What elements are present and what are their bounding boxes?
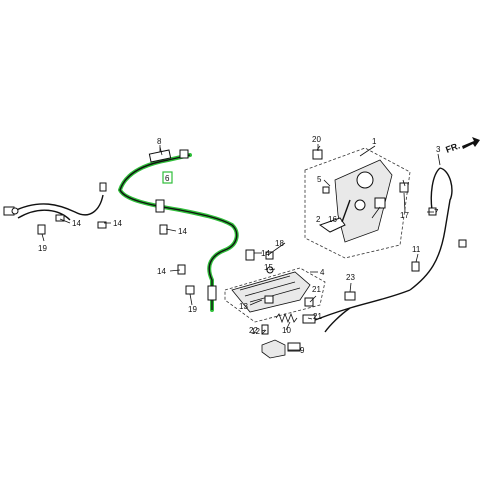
- console-cover-assembly: [224, 251, 326, 323]
- callout-13: 13: [239, 302, 248, 311]
- callout-14b: 14: [113, 219, 122, 228]
- cable-end-part-8: [148, 146, 189, 163]
- adjuster-block: [261, 339, 286, 359]
- callout-23: 23: [346, 273, 355, 282]
- callout-12: 12: [251, 327, 260, 336]
- fr-label: FR.: [444, 141, 461, 155]
- part-6-label: 6: [165, 174, 170, 183]
- console-cover: [231, 271, 311, 313]
- callout-5: 5: [317, 175, 322, 184]
- callout-11: 11: [412, 245, 421, 254]
- callout-22: 22: [249, 326, 258, 335]
- bolts-and-brackets: [37, 182, 255, 301]
- callout-15: 15: [264, 263, 273, 272]
- callout-21b: 21: [313, 312, 322, 321]
- left-rear-cable: [3, 194, 104, 221]
- callout-3: 3: [436, 145, 441, 154]
- callout-17: 17: [400, 211, 409, 220]
- callout-19a: 19: [38, 244, 47, 253]
- callout-4: 4: [320, 268, 325, 277]
- callout-14d: 14: [157, 267, 166, 276]
- highlighted-cable-part-6: 6: [118, 153, 239, 312]
- callout-18: 18: [275, 239, 284, 248]
- callout-14a: 14: [72, 219, 81, 228]
- callout-2: 2: [316, 215, 321, 224]
- fr-arrow-icon: [462, 137, 480, 149]
- callout-numbers: 1 2 3 4 5 7 8 9 10 11 12 13 14 14 14 14 …: [38, 135, 441, 355]
- callout-21a: 21: [312, 285, 321, 294]
- pedal-assembly-box: [304, 147, 411, 259]
- callout-10: 10: [282, 326, 291, 335]
- callout-19b: 19: [188, 305, 197, 314]
- pedal-pad: [318, 217, 346, 233]
- callout-14e: 14: [261, 249, 270, 258]
- callout-16: 16: [328, 215, 337, 224]
- callout-1: 1: [372, 137, 377, 146]
- part-6-label-box: [162, 171, 173, 184]
- callout-20: 20: [312, 135, 321, 144]
- front-cable-part-3: [409, 167, 467, 291]
- callout-8: 8: [157, 137, 162, 146]
- equalizer-cable: [302, 289, 411, 333]
- callout-9: 9: [300, 346, 305, 355]
- callout-14c: 14: [178, 227, 187, 236]
- leader-lines: [41, 144, 441, 351]
- spring-and-adjuster: [261, 312, 301, 359]
- callout-7: 7: [434, 208, 439, 217]
- front-direction-indicator: FR.: [444, 137, 480, 155]
